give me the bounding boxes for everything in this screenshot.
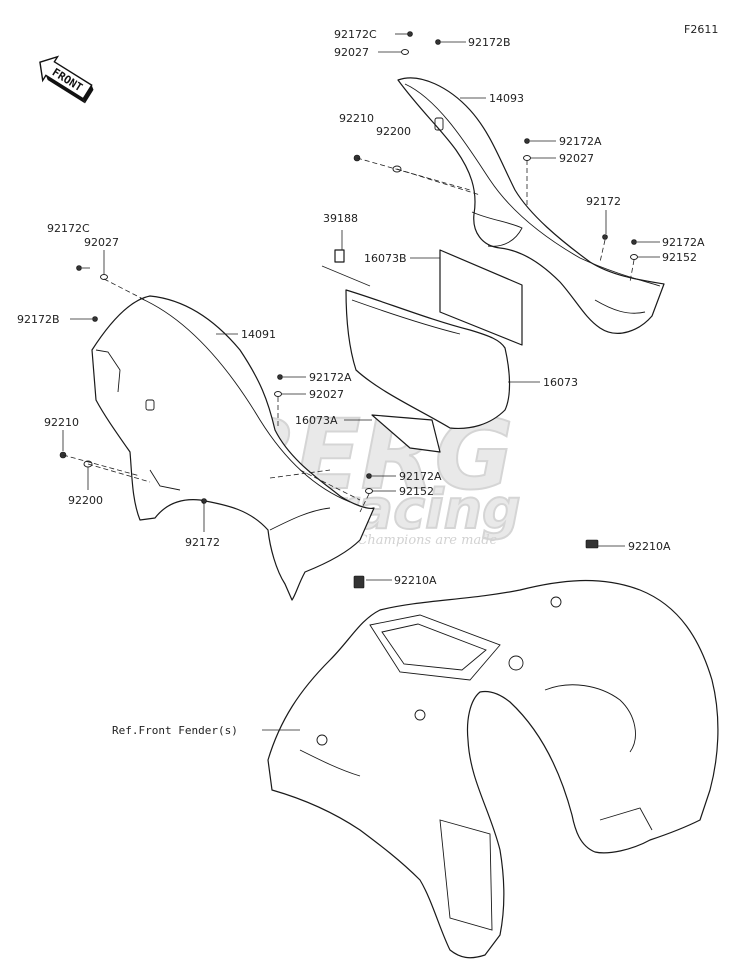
label-16073A: 16073A bbox=[295, 414, 338, 427]
clip-92210A-mid bbox=[353, 575, 365, 589]
label-92172A-r1: 92172A bbox=[559, 135, 602, 148]
label-92172-left: 92172 bbox=[185, 536, 220, 549]
pad-16073 bbox=[345, 289, 511, 430]
clip-92210A-right bbox=[585, 539, 599, 549]
leader-lines bbox=[62, 33, 660, 731]
right-side-cover bbox=[397, 77, 665, 334]
label-92210A-mid: 92210A bbox=[394, 574, 437, 587]
label-39188: 39188 bbox=[323, 212, 358, 225]
callout-labels: 92172C 92027 92172B 14093 92210 92200 92… bbox=[17, 28, 705, 737]
label-92210-top: 92210 bbox=[339, 112, 374, 125]
label-16073: 16073 bbox=[543, 376, 578, 389]
figure-id: F2611 bbox=[684, 23, 718, 36]
label-92210A-right: 92210A bbox=[628, 540, 671, 553]
label-92200-left: 92200 bbox=[68, 494, 103, 507]
label-92172A-low: 92172A bbox=[399, 470, 442, 483]
front-fender bbox=[267, 579, 719, 959]
left-side-cover bbox=[91, 295, 375, 601]
pad-16073B bbox=[439, 249, 523, 346]
label-92027-left: 92027 bbox=[84, 236, 119, 249]
reference-label: Ref.Front Fender(s) bbox=[112, 724, 238, 737]
label-92172A-mid: 92172A bbox=[309, 371, 352, 384]
pad-16073A bbox=[371, 414, 441, 453]
label-92172B-top: 92172B bbox=[468, 36, 511, 49]
label-92172B-left: 92172B bbox=[17, 313, 60, 326]
label-92152-right: 92152 bbox=[662, 251, 697, 264]
label-92152-low: 92152 bbox=[399, 485, 434, 498]
label-92027-top: 92027 bbox=[334, 46, 369, 59]
label-92200-top: 92200 bbox=[376, 125, 411, 138]
label-14093: 14093 bbox=[489, 92, 524, 105]
label-14091: 14091 bbox=[241, 328, 276, 341]
assembly-lines bbox=[62, 157, 635, 513]
label-92027-mid: 92027 bbox=[309, 388, 344, 401]
part-39188 bbox=[334, 249, 345, 263]
label-16073B: 16073B bbox=[364, 252, 407, 265]
label-92027-r1: 92027 bbox=[559, 152, 594, 165]
label-92172A-r2: 92172A bbox=[662, 236, 705, 249]
label-92210-left: 92210 bbox=[44, 416, 79, 429]
label-92172-right: 92172 bbox=[586, 195, 621, 208]
front-arrow-icon: FRONT bbox=[39, 55, 94, 104]
label-92172C-left: 92172C bbox=[47, 222, 90, 235]
label-92172C-top: 92172C bbox=[334, 28, 377, 41]
